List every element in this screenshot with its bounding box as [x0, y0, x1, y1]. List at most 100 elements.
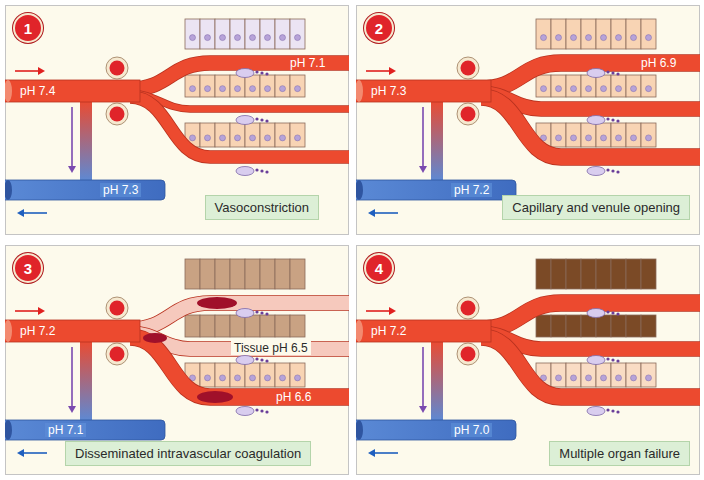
precapillary-sphincter — [461, 61, 476, 76]
caption-text: Capillary and venule opening — [512, 200, 680, 215]
callout-number-text: 3 — [24, 260, 32, 277]
tissue-cell-small — [587, 309, 605, 318]
flow-arrow — [366, 70, 389, 72]
tissue-cell — [230, 123, 245, 147]
tissue-cell — [260, 315, 275, 337]
cell-nucleus — [295, 375, 301, 381]
tissue-cell — [200, 315, 215, 337]
tissue-cell — [581, 259, 596, 289]
sphincter-ring — [106, 57, 128, 79]
tissue-cell — [275, 123, 290, 147]
dot — [260, 169, 263, 172]
capillary — [481, 303, 700, 329]
ph-label: pH 6.9 — [638, 56, 679, 70]
cell-nucleus — [616, 86, 622, 92]
tissue-cell — [290, 19, 305, 49]
tissue-cell-small — [587, 116, 605, 125]
venule — [356, 420, 516, 440]
tissue-cell — [275, 259, 290, 289]
shunt-vessel — [431, 100, 443, 182]
flow-arrow-head — [389, 307, 396, 315]
tissue-cell — [551, 75, 566, 97]
caption-box: Capillary and venule opening — [502, 195, 690, 220]
ph-label: pH 7.1 — [45, 423, 86, 437]
dot — [260, 358, 263, 361]
venule-opening — [5, 420, 12, 440]
tissue-cell — [260, 75, 275, 97]
dot — [606, 70, 609, 73]
cell-nucleus — [205, 35, 211, 41]
cell-nucleus — [556, 375, 562, 381]
flow-arrow — [15, 310, 38, 312]
tissue-cell — [260, 259, 275, 289]
cell-nucleus — [646, 86, 652, 92]
ph-label: pH 6.6 — [273, 390, 314, 404]
arteriole — [356, 320, 491, 342]
caption-text: Disseminated intravascular coagulation — [75, 446, 301, 461]
cell-nucleus — [280, 86, 286, 92]
cell-nucleus — [280, 375, 286, 381]
flow-arrow — [422, 347, 424, 406]
tissue-cell — [260, 123, 275, 147]
caption-box: Disseminated intravascular coagulation — [65, 441, 311, 466]
tissue-cell — [566, 75, 581, 97]
ph-label: pH 7.1 — [287, 56, 328, 70]
tissue-cell — [245, 363, 260, 387]
venule-opening — [5, 180, 12, 200]
dot — [611, 358, 614, 361]
ph-label: pH 7.3 — [368, 84, 409, 98]
ph-label: pH 7.2 — [451, 183, 492, 197]
cell-nucleus — [235, 375, 241, 381]
tissue-cell — [611, 123, 626, 147]
cell-nucleus — [616, 375, 622, 381]
tissue-cell — [245, 19, 260, 49]
tissue-cell — [566, 19, 581, 49]
cell-nucleus — [265, 135, 271, 141]
cell-nucleus — [220, 35, 226, 41]
dot — [611, 409, 614, 412]
dot — [260, 311, 263, 314]
dot — [616, 72, 619, 75]
precapillary-sphincter — [461, 301, 476, 316]
sphincter-ring — [457, 103, 479, 125]
tissue-cell — [260, 19, 275, 49]
tissue-cell — [245, 75, 260, 97]
arteriole — [356, 80, 491, 102]
tissue-cell — [200, 363, 215, 387]
capillary-wall — [130, 337, 349, 397]
capillary — [130, 97, 349, 157]
flow-arrow — [71, 107, 73, 166]
precapillary-sphincter — [110, 301, 125, 316]
dot — [255, 168, 258, 171]
cell-nucleus — [556, 86, 562, 92]
tissue-cell — [566, 123, 581, 147]
cell-nucleus — [646, 375, 652, 381]
sphincter-ring — [457, 297, 479, 319]
tissue-cell — [641, 19, 656, 49]
tissue-cell — [200, 19, 215, 49]
capillary-wall — [481, 303, 700, 329]
tissue-cell-small — [236, 69, 254, 78]
dot — [255, 310, 258, 313]
callout-number: 2 — [364, 13, 394, 43]
tissue-cell — [626, 259, 641, 289]
cell-nucleus — [571, 375, 577, 381]
flow-arrow — [375, 452, 398, 454]
cell-nucleus — [205, 135, 211, 141]
cell-nucleus — [190, 35, 196, 41]
flow-arrow-head — [389, 67, 396, 75]
cell-nucleus — [571, 135, 577, 141]
tissue-cell — [275, 363, 290, 387]
tissue-cell — [185, 19, 200, 49]
tissue-cell — [581, 75, 596, 97]
caption-text: Vasoconstriction — [215, 200, 309, 215]
tissue-cell — [215, 75, 230, 97]
dot — [265, 410, 268, 413]
tissue-cell — [581, 315, 596, 337]
cell-nucleus — [586, 375, 592, 381]
dot — [606, 117, 609, 120]
tissue-cell — [230, 259, 245, 289]
ph-label: Tissue pH 6.5 — [231, 341, 311, 355]
capillary — [481, 337, 700, 397]
cell-nucleus — [265, 35, 271, 41]
